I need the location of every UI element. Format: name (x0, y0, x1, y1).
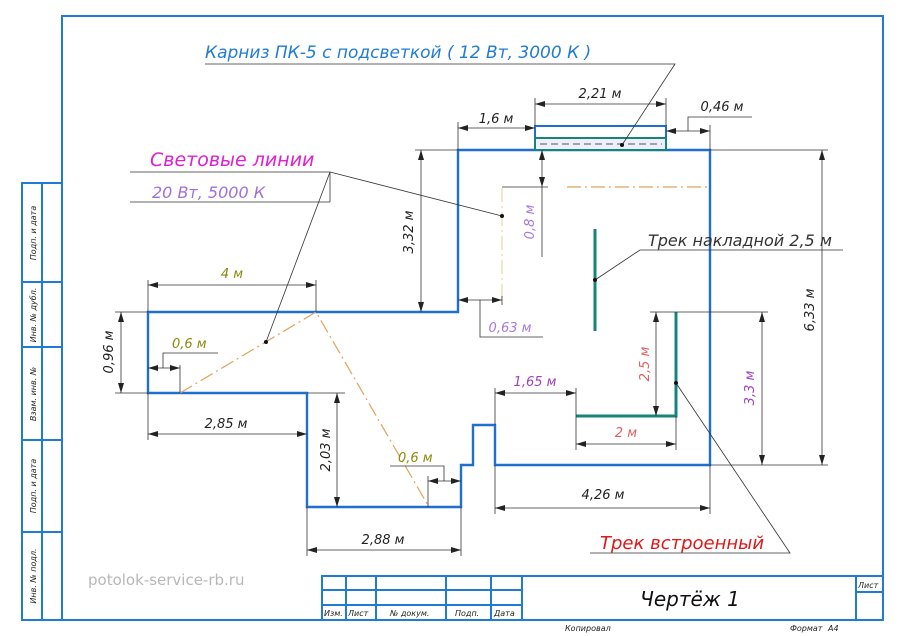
dim-2-03m: 2,03 м (319, 428, 334, 471)
stamp-label: Инв. № дубл. (29, 288, 38, 343)
dim-1-6m: 1,6 м (479, 112, 514, 127)
surface-track-label: Трек накладной 2,5 м (648, 231, 832, 250)
dim-3-3m: 3,3 м (743, 371, 758, 406)
dim-0-46m: 0,46 м (701, 100, 744, 115)
dim-2-5m: 2,5 м (638, 347, 653, 382)
stamp-label: Инв. № подл. (29, 548, 38, 603)
stamp-label: Подп. и дата (29, 206, 38, 261)
side-stamp: Подп. и дата Инв. № дубл. Взам. инв. № П… (21, 182, 63, 621)
format-label: Формат (790, 624, 823, 633)
callout-light-lines: Световые линии 20 Вт, 5000 К (130, 149, 504, 344)
dim-0-8m: 0,8 м (523, 205, 538, 240)
callout-cornice: Карниз ПК-5 с подсветкой ( 12 Вт, 3000 К… (205, 43, 676, 147)
dim-2-88m: 2,88 м (362, 533, 405, 548)
sheet-frame (61, 15, 884, 621)
drawing-title: Чертёж 1 (640, 587, 740, 611)
watermark: potolok-service-rb.ru (88, 571, 244, 589)
dim-2-21m: 2,21 м (579, 87, 622, 102)
copied-label: Копировал (565, 624, 611, 633)
callout-built-in-track: Трек встроенный (590, 381, 791, 554)
col-izm: Изм. (324, 609, 343, 618)
dim-0-6m-bottom: 0,6 м (398, 451, 433, 466)
dim-1-65m: 1,65 м (514, 375, 557, 390)
dim-4m: 4 м (221, 267, 243, 282)
callout-surface-track: Трек накладной 2,5 м (593, 231, 843, 282)
stamp-label: Подп. и дата (29, 459, 38, 514)
dimension-labels: 4 м 0,96 м 0,6 м 2,85 м 2,03 м 2,88 м 0,… (102, 87, 818, 548)
cornice (534, 125, 667, 151)
col-list: Лист (347, 609, 369, 618)
built-in-track-label: Трек встроенный (600, 533, 764, 554)
dim-0-63m: 0,63 м (489, 321, 532, 336)
stamp-label: Взам. инв. № (29, 367, 38, 421)
cornice-label: Карниз ПК-5 с подсветкой ( 12 Вт, 3000 К… (205, 43, 591, 63)
dim-4-26m: 4,26 м (582, 488, 625, 503)
built-in-track (576, 312, 678, 418)
light-lines-spec: 20 Вт, 5000 К (152, 183, 266, 202)
dimension-lines (115, 98, 828, 556)
col-sign: Подп. (455, 609, 479, 618)
light-lines-title: Световые линии (150, 149, 314, 171)
dim-3-32m: 3,32 м (402, 210, 417, 253)
format-value: A4 (827, 624, 839, 633)
dim-6-33m: 6,33 м (803, 288, 818, 331)
sheet-label: Лист (857, 581, 879, 590)
title-block: Изм. Лист № докум. Подп. Дата Чертёж 1 Л… (321, 575, 884, 633)
light-line-diagonal (179, 311, 430, 508)
dim-2m: 2 м (615, 426, 637, 441)
dim-2-85m: 2,85 м (205, 417, 248, 432)
dim-0-96m: 0,96 м (102, 330, 117, 373)
dim-0-6m-left: 0,6 м (172, 337, 207, 352)
col-date: Дата (493, 609, 515, 618)
col-doc: № докум. (389, 609, 429, 618)
